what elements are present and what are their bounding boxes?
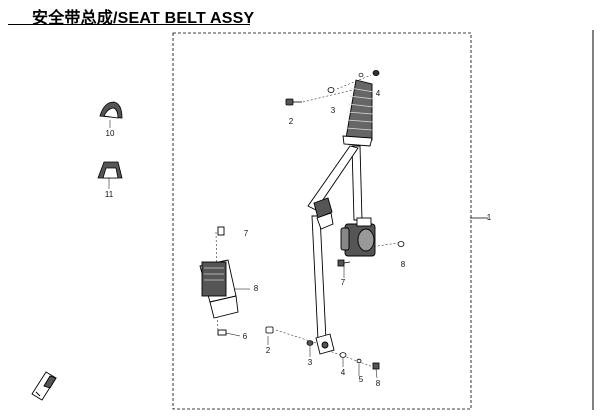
callout-clip-10: 10 <box>105 129 115 138</box>
retractor-bolt-part <box>337 241 405 267</box>
tongue-plate-part <box>313 197 334 230</box>
callout-buckle-8: 8 <box>253 284 259 293</box>
callout-assembly-1: 1 <box>486 213 492 222</box>
clip-11-part <box>97 161 123 179</box>
upper-bolt-part <box>285 98 302 106</box>
callout-lower-washer-3: 3 <box>307 358 313 367</box>
callout-upper-washer-3: 3 <box>330 106 336 115</box>
retractor-body-part <box>340 217 376 257</box>
callout-buckle-7: 7 <box>243 229 249 238</box>
upper-nut-part <box>358 70 380 78</box>
callout-buckle-6: 6 <box>242 332 248 341</box>
lower-anchor-part <box>315 333 335 355</box>
page-title: 安全带总成/SEAT BELT ASSY <box>32 10 255 27</box>
callout-upper-bolt-2: 2 <box>288 117 294 126</box>
callout-retractor-7: 7 <box>340 278 346 287</box>
callout-lower-bolt-8: 8 <box>375 379 381 388</box>
note-book-icon <box>31 371 57 401</box>
callout-retractor-8: 8 <box>400 260 406 269</box>
assembly-boundary <box>172 32 472 410</box>
buckle-assembly-part <box>199 226 239 336</box>
upper-washer-part <box>327 87 335 93</box>
callout-lower-bolt-2: 2 <box>265 346 271 355</box>
lower-hardware-part <box>265 326 380 370</box>
callout-clip-11: 11 <box>104 190 114 199</box>
callout-lower-nut-4: 4 <box>340 368 346 377</box>
callout-leaders <box>108 120 378 379</box>
clip-10-part <box>99 101 123 119</box>
title-underline <box>8 24 250 25</box>
callout-upper-nut-4: 4 <box>375 89 381 98</box>
callout-lower-spacer-5: 5 <box>358 375 364 384</box>
upper-pleated-cover <box>342 79 375 147</box>
